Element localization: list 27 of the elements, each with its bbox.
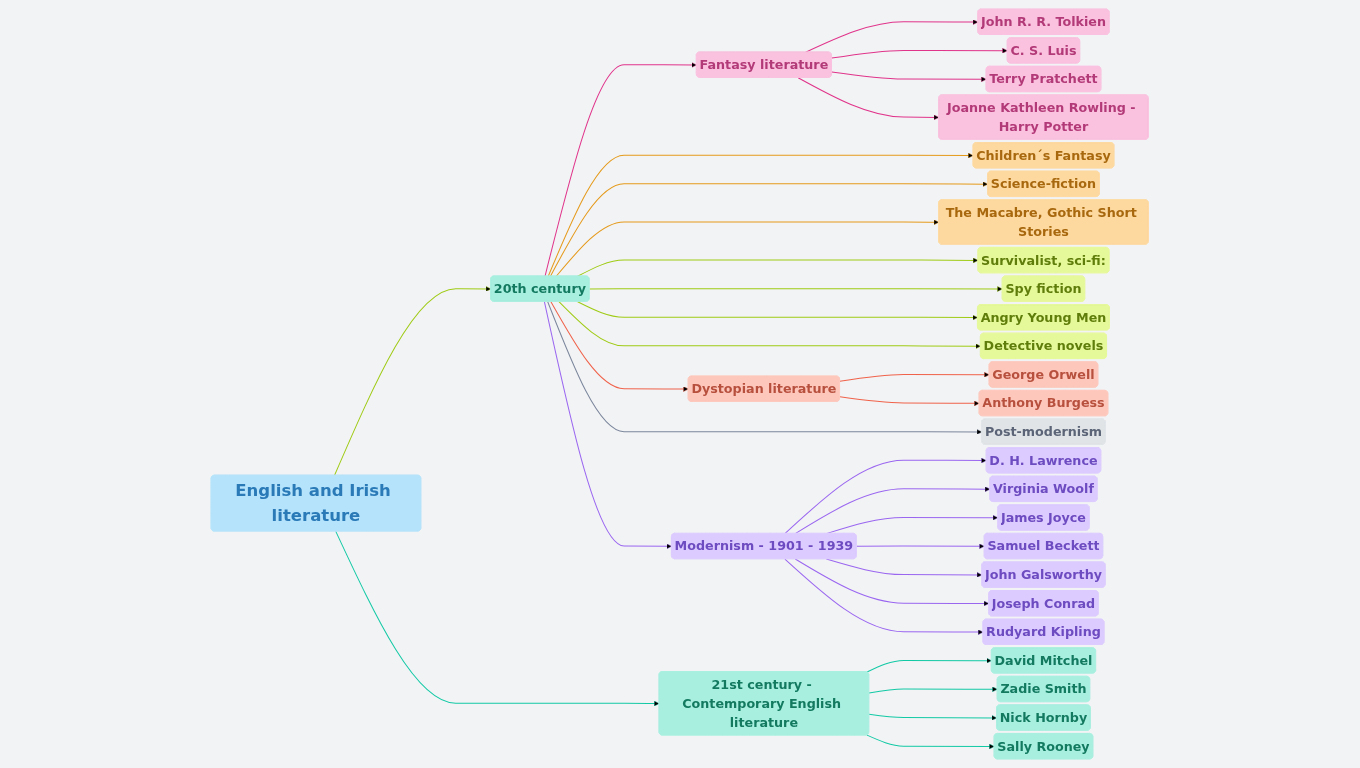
arrow bbox=[784, 457, 988, 535]
arrow bbox=[556, 219, 940, 277]
arrow bbox=[550, 181, 989, 277]
arrow bbox=[784, 558, 984, 635]
arrow bbox=[831, 47, 1009, 59]
arrow bbox=[868, 686, 999, 694]
arrow bbox=[544, 301, 673, 550]
arrow bbox=[868, 713, 998, 721]
arrow bbox=[839, 396, 980, 407]
arrow bbox=[547, 301, 983, 435]
arrow bbox=[544, 62, 698, 277]
arrow bbox=[577, 301, 979, 321]
arrow bbox=[797, 77, 940, 121]
arrow bbox=[866, 734, 995, 750]
arrow bbox=[334, 286, 492, 476]
arrow bbox=[550, 301, 690, 392]
arrow bbox=[831, 71, 987, 83]
arrow bbox=[839, 371, 990, 382]
arrow bbox=[335, 530, 660, 707]
arrow bbox=[548, 152, 974, 277]
arrow bbox=[795, 558, 990, 607]
arrow bbox=[558, 301, 982, 349]
arrow bbox=[795, 486, 991, 535]
arrow bbox=[856, 543, 986, 550]
arrow bbox=[866, 657, 993, 673]
arrow bbox=[589, 286, 1004, 292]
arrow bbox=[826, 558, 983, 578]
